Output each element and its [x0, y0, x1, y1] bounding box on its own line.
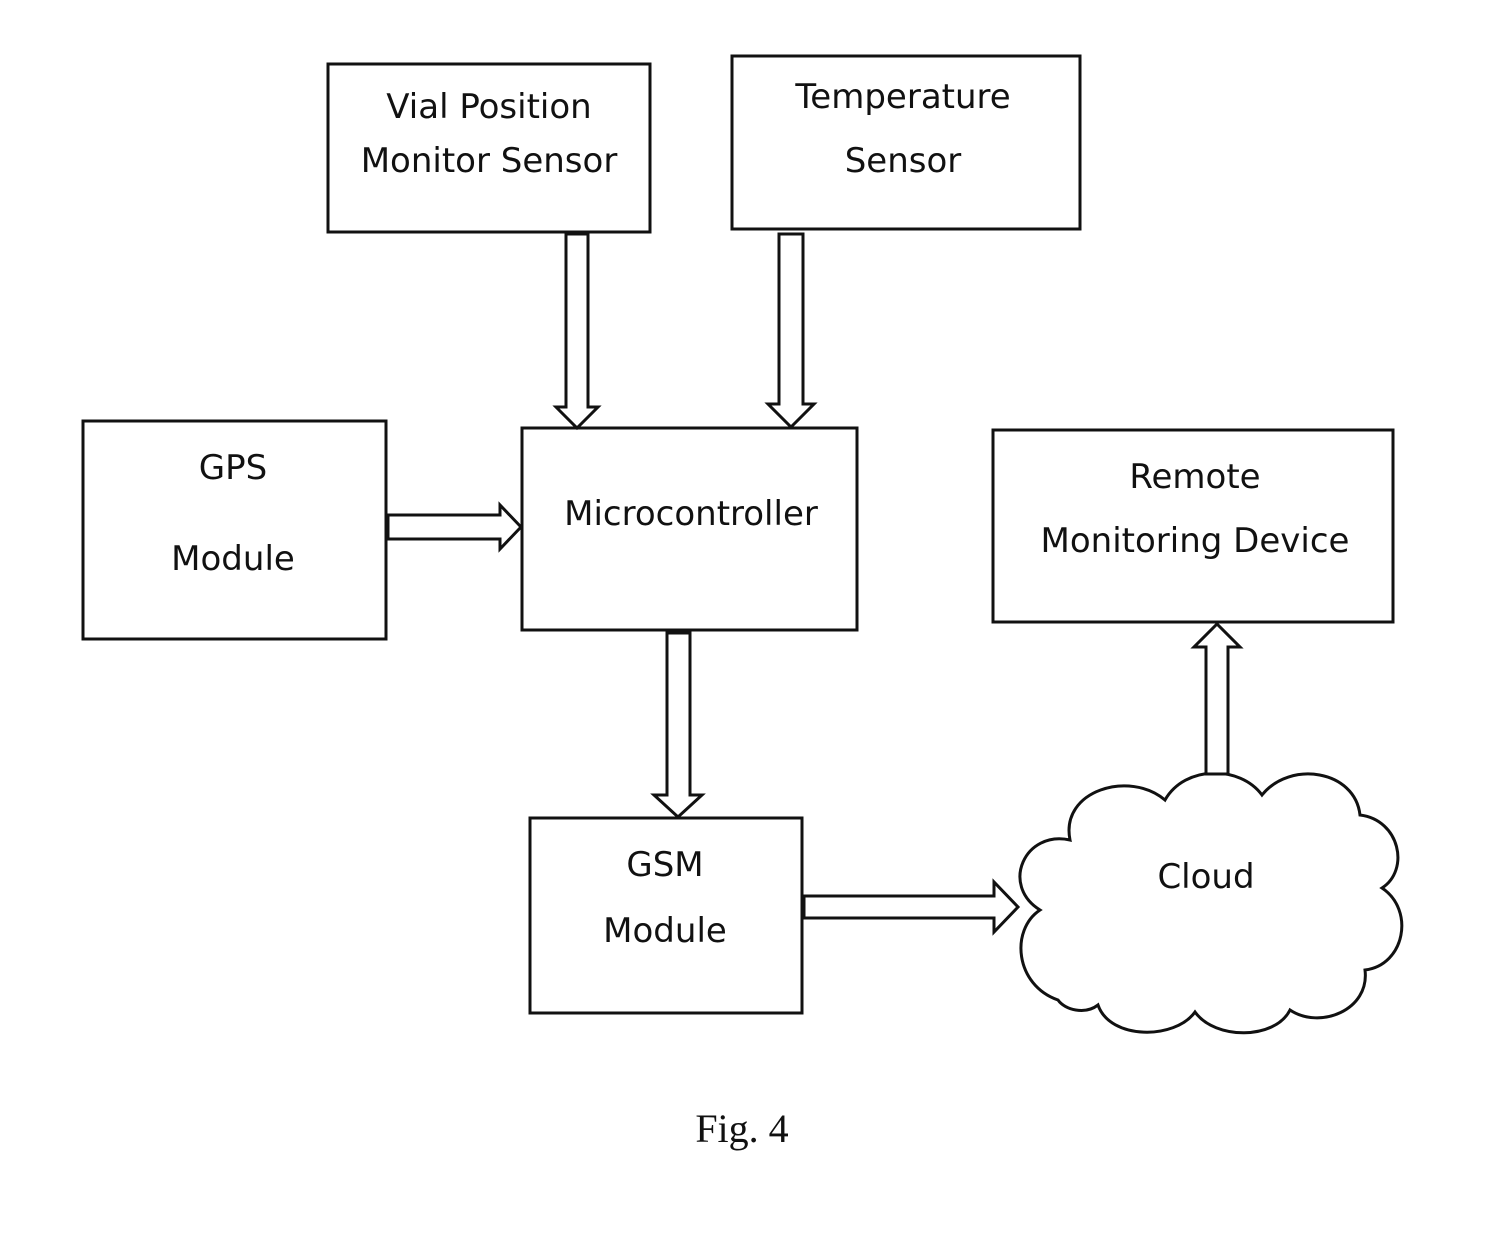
cloud-block: Cloud: [1018, 771, 1404, 1035]
remote-monitoring-device-label-line2: Monitoring Device: [1041, 521, 1350, 561]
remote-monitoring-device-block: Remote Monitoring Device: [991, 428, 1395, 624]
arrow-cloud-to-remote: [1190, 621, 1244, 776]
gsm-module-label-line1: GSM: [626, 845, 703, 885]
gsm-module-block: GSM Module: [528, 816, 804, 1015]
vial-position-monitor-sensor-block: Vial Position Monitor Sensor: [326, 62, 652, 234]
vial-sensor-label-line2: Monitor Sensor: [361, 141, 618, 181]
temperature-sensor-block: Temperature Sensor: [730, 54, 1082, 231]
gps-module-box: [81, 419, 388, 641]
gps-module-label-line2: Module: [171, 539, 295, 579]
arrow-gsm-to-cloud: [802, 878, 1021, 936]
remote-monitoring-device-label-line1: Remote: [1129, 457, 1260, 497]
temperature-sensor-box: [730, 54, 1082, 231]
vial-sensor-box: [326, 62, 652, 234]
arrow-temperature-to-microcontroller: [764, 232, 818, 430]
gsm-module-label-line2: Module: [603, 911, 727, 951]
arrow-microcontroller-to-gsm: [650, 631, 706, 820]
temperature-sensor-label-line1: Temperature: [794, 77, 1010, 117]
gps-module-block: GPS Module: [81, 419, 388, 641]
vial-sensor-label-line1: Vial Position: [386, 87, 591, 127]
remote-monitoring-device-box: [991, 428, 1395, 624]
microcontroller-block: Microcontroller: [520, 426, 859, 632]
microcontroller-box: [520, 426, 859, 632]
temperature-sensor-label-line2: Sensor: [845, 141, 962, 181]
cloud-label: Cloud: [1157, 857, 1254, 897]
gsm-module-box: [528, 816, 804, 1015]
microcontroller-label: Microcontroller: [564, 494, 818, 534]
figure-caption: Fig. 4: [695, 1106, 788, 1151]
arrow-vial-to-microcontroller: [552, 232, 602, 431]
arrow-gps-to-microcontroller: [386, 501, 524, 553]
gps-module-label-line1: GPS: [199, 448, 267, 488]
cloud-shape: [1018, 771, 1404, 1035]
